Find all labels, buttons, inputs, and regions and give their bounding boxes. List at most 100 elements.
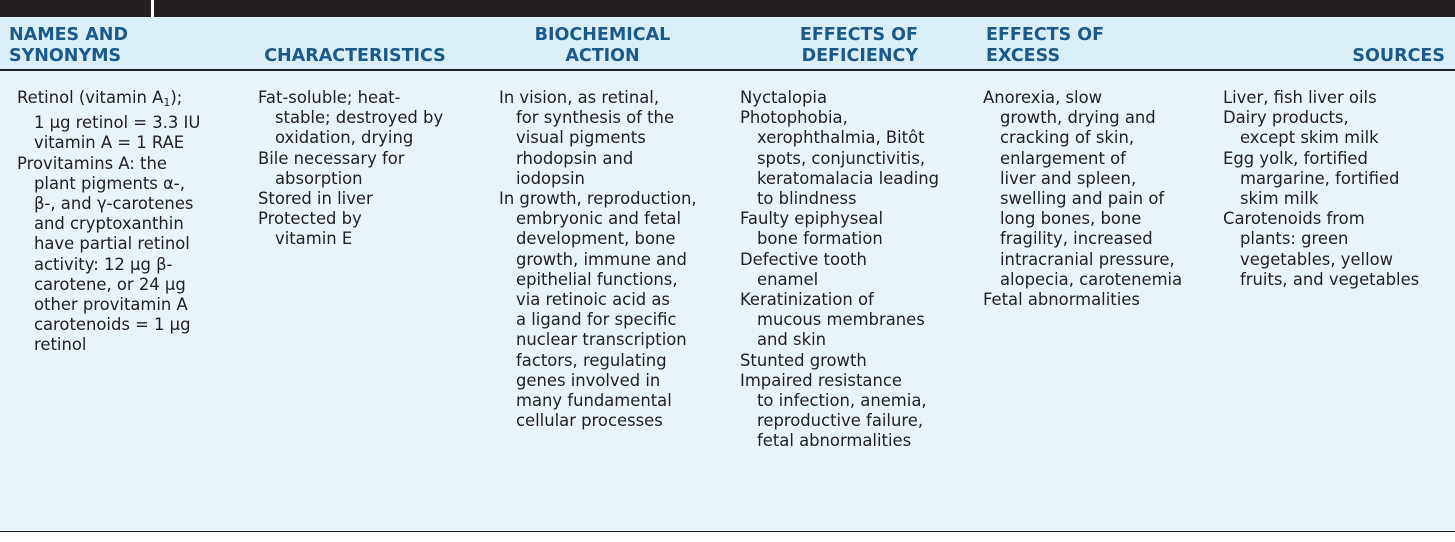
cell-line: fragility, increased (1000, 229, 1153, 249)
header-effects-of-excess: EFFECTS OF EXCESS (986, 23, 1104, 67)
cell-line: spots, conjunctivitis, (757, 148, 926, 168)
header-line: EFFECTS OF (986, 25, 1105, 45)
list-item: Stunted growth (740, 351, 939, 371)
cell-line: keratomalacia leading (757, 168, 940, 188)
list-item: Carotenoids from plants: green vegetable… (1223, 209, 1419, 290)
cell-line: vitamin E (275, 229, 353, 249)
header-line: CHARACTERISTICS (264, 46, 446, 66)
cell-line: genes involved in (516, 370, 661, 390)
cell-line: Liver, fish liver oils (1223, 88, 1377, 107)
text-fragment: Retinol (vitamin A (17, 88, 164, 107)
cell-line: alopecia, carotenemia (1000, 269, 1183, 289)
cell-line: vitamin A = 1 RAE (34, 133, 185, 153)
cell-line: Impaired resistance (740, 370, 902, 390)
list-item: Anorexia, slow growth, drying and cracki… (983, 88, 1182, 290)
cell-line: skim milk (1240, 189, 1319, 209)
cell-effects-of-deficiency: Nyctalopia Photophobia, xerophthalmia, B… (740, 88, 939, 452)
cell-biochemical-action: In vision, as retinal, for synthesis of … (499, 88, 697, 431)
cell-line: In vision, as retinal, (499, 88, 660, 107)
cell-line: have partial retinol (34, 234, 190, 254)
header-line: EFFECTS OF (799, 25, 918, 45)
cell-line: absorption (275, 168, 363, 188)
list-item: Liver, fish liver oils (1223, 88, 1419, 108)
cell-line: and cryptoxanthin (34, 214, 184, 234)
cell-line: Fat-soluble; heat- (258, 88, 401, 107)
cell-line: enamel (757, 269, 819, 289)
header-effects-of-deficiency: EFFECTS OF DEFICIENCY (720, 23, 918, 67)
cell-line: for synthesis of the (516, 108, 675, 128)
list-item: Faulty epiphyseal bone formation (740, 209, 939, 249)
cell-line: Protected by (258, 209, 362, 229)
cell-line: Egg yolk, fortified (1223, 148, 1368, 168)
cell-line: Bile necessary for (258, 148, 405, 168)
cell-line: bone formation (757, 229, 883, 249)
cell-line: nuclear transcription (516, 330, 687, 350)
top-rule-divider (151, 0, 154, 17)
cell-line: In growth, reproduction, (499, 189, 697, 209)
header-line: SYNONYMS (9, 46, 122, 66)
table-body-row: Retinol (vitamin A1); 1 μg retinol = 3.3… (0, 71, 1455, 532)
cell-line: embryonic and fetal (516, 209, 682, 229)
header-characteristics: CHARACTERISTICS (220, 23, 490, 67)
cell-line: carotenoids = 1 μg (34, 315, 191, 335)
cell-line: reproductive failure, (757, 411, 924, 431)
list-item: Defective tooth enamel (740, 250, 939, 290)
cell-line: Carotenoids from (1223, 209, 1365, 229)
cell-line: iodopsin (516, 168, 585, 188)
cell-line: a ligand for specific (516, 310, 677, 330)
cell-line: to infection, anemia, (757, 391, 927, 411)
cell-line: fruits, and vegetables (1240, 269, 1420, 289)
cell-line: to blindness (757, 189, 857, 209)
list-item: Provitamins A: the plant pigments α-, β-… (17, 154, 200, 356)
cell-line: oxidation, drying (275, 128, 414, 148)
cell-line: Dairy products, (1223, 108, 1349, 128)
list-item: Retinol (vitamin A1); 1 μg retinol = 3.3… (17, 88, 200, 154)
list-item: Photophobia, xerophthalmia, Bitôt spots,… (740, 108, 939, 209)
cell-line: plant pigments α-, (34, 173, 185, 193)
list-item: Nyctalopia (740, 88, 939, 108)
list-item: Stored in liver (258, 189, 443, 209)
cell-line: and skin (757, 330, 827, 350)
cell-line: via retinoic acid as (516, 290, 670, 310)
cell-line: retinol (34, 335, 87, 355)
cell-line: development, bone (516, 229, 676, 249)
cell-line: Fetal abnormalities (983, 290, 1140, 310)
list-item: Fetal abnormalities (983, 290, 1182, 310)
list-item: In vision, as retinal, for synthesis of … (499, 88, 697, 189)
list-item: Dairy products, except skim milk (1223, 108, 1419, 148)
list-item: Egg yolk, fortified margarine, fortified… (1223, 149, 1419, 210)
text-fragment: ); (170, 88, 183, 107)
cell-line: rhodopsin and (516, 148, 634, 168)
header-sources: SOURCES (1250, 23, 1445, 67)
header-names-and-synonyms: NAMES AND SYNONYMS (9, 23, 128, 67)
cell-line: other provitamin A (34, 295, 188, 315)
cell-line: Stored in liver (258, 189, 373, 209)
header-line: BIOCHEMICAL (534, 25, 671, 45)
header-biochemical-action: BIOCHEMICAL ACTION (490, 23, 715, 67)
cell-line: β-, and γ-carotenes (34, 194, 194, 214)
cell-line: Defective tooth (740, 249, 867, 269)
cell-line: Photophobia, (740, 108, 848, 128)
cell-line: stable; destroyed by (275, 108, 444, 128)
cell-line: epithelial functions, (516, 269, 678, 289)
cell-line: vegetables, yellow (1240, 249, 1394, 269)
cell-line: fetal abnormalities (757, 431, 912, 451)
cell-characteristics: Fat-soluble; heat- stable; destroyed by … (258, 88, 443, 250)
header-line: ACTION (565, 46, 640, 66)
cell-line: many fundamental (516, 391, 672, 411)
list-item: Keratinization of mucous membranes and s… (740, 290, 939, 351)
subscript: 1 (163, 96, 171, 109)
list-item: Bile necessary for absorption (258, 149, 443, 189)
cell-line: Anorexia, slow (983, 88, 1103, 107)
header-line: NAMES AND (9, 25, 128, 45)
cell-line: growth, drying and (1000, 108, 1156, 128)
cell-line: factors, regulating (516, 350, 667, 370)
cell-line: 1 μg retinol = 3.3 IU (34, 113, 201, 133)
list-item: Protected by vitamin E (258, 209, 443, 249)
cell-line: mucous membranes (757, 310, 925, 330)
cell-line: Retinol (vitamin A1); (17, 88, 200, 113)
header-line: DEFICIENCY (801, 46, 918, 66)
cell-line: liver and spleen, (1000, 168, 1137, 188)
cell-names-and-synonyms: Retinol (vitamin A1); 1 μg retinol = 3.3… (17, 88, 200, 356)
cell-line: carotene, or 24 μg (34, 274, 186, 294)
